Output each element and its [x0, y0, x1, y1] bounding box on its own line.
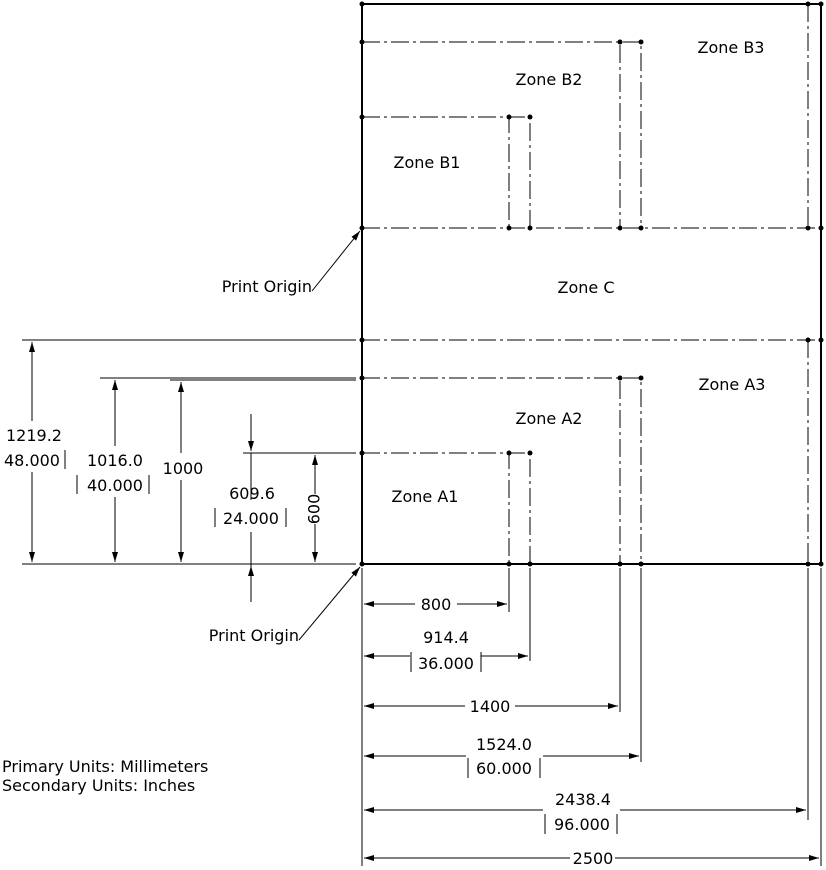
dimension-800: 800	[364, 595, 507, 614]
print-origin-top-label: Print Origin	[222, 277, 312, 296]
dimension-1219-primary: 1219.2	[6, 426, 62, 445]
print-bed-plate	[361, 3, 822, 565]
zone-b1-label: Zone B1	[394, 153, 461, 172]
dimension-609: 609.6 24.000	[214, 414, 287, 602]
dimension-609-secondary: 24.000	[223, 509, 279, 528]
print-origin-top-leader: Print Origin	[222, 230, 361, 296]
zone-b2-label: Zone B2	[516, 70, 583, 89]
dimension-1219-secondary: 48.000	[4, 451, 60, 470]
dimension-800-label: 800	[421, 595, 452, 614]
dimension-1016-primary: 1016.0	[87, 451, 143, 470]
dimension-1016-secondary: 40.000	[87, 476, 143, 495]
dimension-600: 600	[305, 455, 324, 562]
units-note-primary: Primary Units: Millimeters	[2, 757, 208, 776]
dimension-2500-label: 2500	[573, 849, 614, 868]
horizontal-extension-lines	[361, 568, 822, 866]
zone-c-label: Zone C	[558, 278, 615, 297]
zone-a1-label: Zone A1	[392, 487, 459, 506]
dimension-600-label: 600	[305, 494, 324, 525]
vertical-extension-lines	[22, 339, 356, 565]
dimension-1000: 1000	[163, 382, 204, 562]
dimension-2438: 2438.4 96.000	[364, 790, 806, 834]
dimension-914: 914.4 36.000	[364, 628, 528, 673]
dimension-1524-primary: 1524.0	[476, 735, 532, 754]
dimension-1524: 1524.0 60.000	[364, 735, 639, 778]
units-note-secondary: Secondary Units: Inches	[2, 776, 195, 795]
corner-markers	[359, 1, 824, 567]
zone-a2-label: Zone A2	[516, 409, 583, 428]
dimension-1524-secondary: 60.000	[476, 759, 532, 778]
print-origin-bottom-label: Print Origin	[209, 626, 299, 645]
dimension-1016: 1016.0 40.000	[76, 380, 150, 562]
dimension-914-secondary: 36.000	[418, 654, 474, 673]
dimension-2438-secondary: 96.000	[554, 815, 610, 834]
dimension-1400-label: 1400	[470, 697, 511, 716]
zone-b3-label: Zone B3	[698, 38, 765, 57]
print-origin-bottom-leader: Print Origin	[209, 566, 361, 645]
dimension-1400: 1400	[364, 697, 618, 716]
zone-a3-label: Zone A3	[699, 375, 766, 394]
dimension-2438-primary: 2438.4	[555, 790, 611, 809]
dimension-2500: 2500	[364, 849, 819, 868]
dimension-1000-label: 1000	[163, 459, 204, 478]
dimension-1219: 1219.2 48.000	[4, 342, 66, 562]
dimension-914-primary: 914.4	[423, 628, 469, 647]
dimension-609-primary: 609.6	[229, 484, 275, 503]
